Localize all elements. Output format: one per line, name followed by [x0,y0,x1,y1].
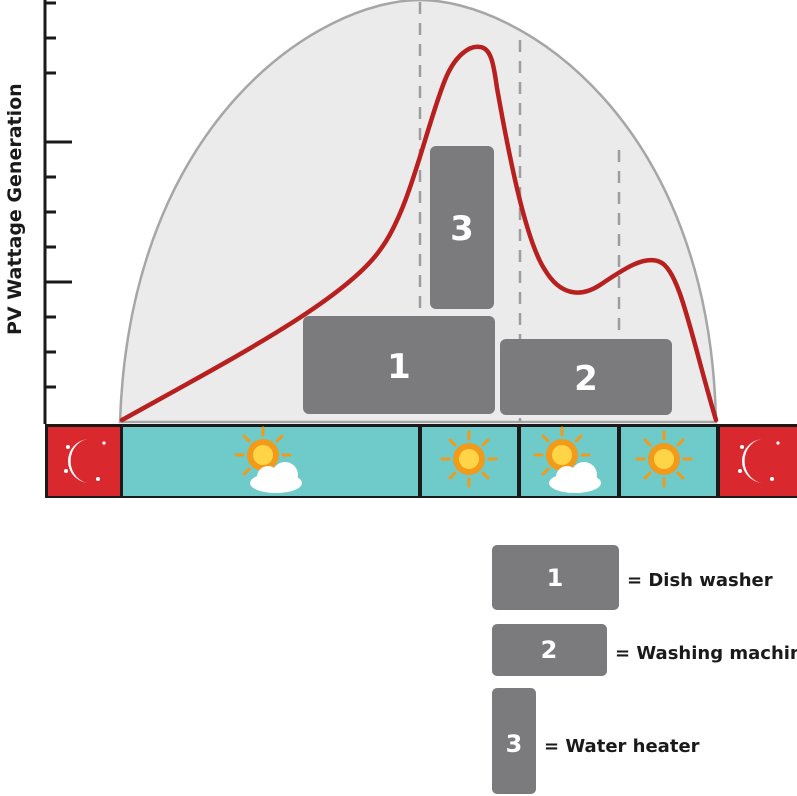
svg-text:2: 2 [541,636,558,664]
y-axis [43,0,72,424]
y-axis-label: PV Wattage Generation [4,83,26,335]
svg-text:= Dish washer: = Dish washer [627,570,773,591]
consumption-curve [119,44,719,423]
box-washing-machine: 2 [500,339,672,415]
svg-text:= Washing machine: = Washing machine [615,643,797,664]
legend: 1 = Dish washer 2 = Washing machine 3 = … [492,545,797,794]
svg-text:= Water heater: = Water heater [544,736,700,757]
box-dish-washer: 1 [303,316,495,414]
sun-icon [635,430,693,488]
svg-text:2: 2 [574,359,598,399]
pv-envelope [118,0,718,424]
svg-text:1: 1 [387,347,411,387]
box-water-heater: 3 [430,146,494,309]
legend-item-water-heater: 3 = Water heater [492,688,700,794]
sun-icon [440,430,498,488]
legend-item-washing-machine: 2 = Washing machine [492,624,797,676]
legend-item-dish-washer: 1 = Dish washer [492,545,773,610]
svg-text:3: 3 [506,730,523,758]
timeline-night-start [48,427,120,496]
timeline-bar [45,424,797,498]
timeline-night-end [720,427,797,496]
svg-text:3: 3 [450,209,474,249]
svg-text:1: 1 [547,564,564,592]
